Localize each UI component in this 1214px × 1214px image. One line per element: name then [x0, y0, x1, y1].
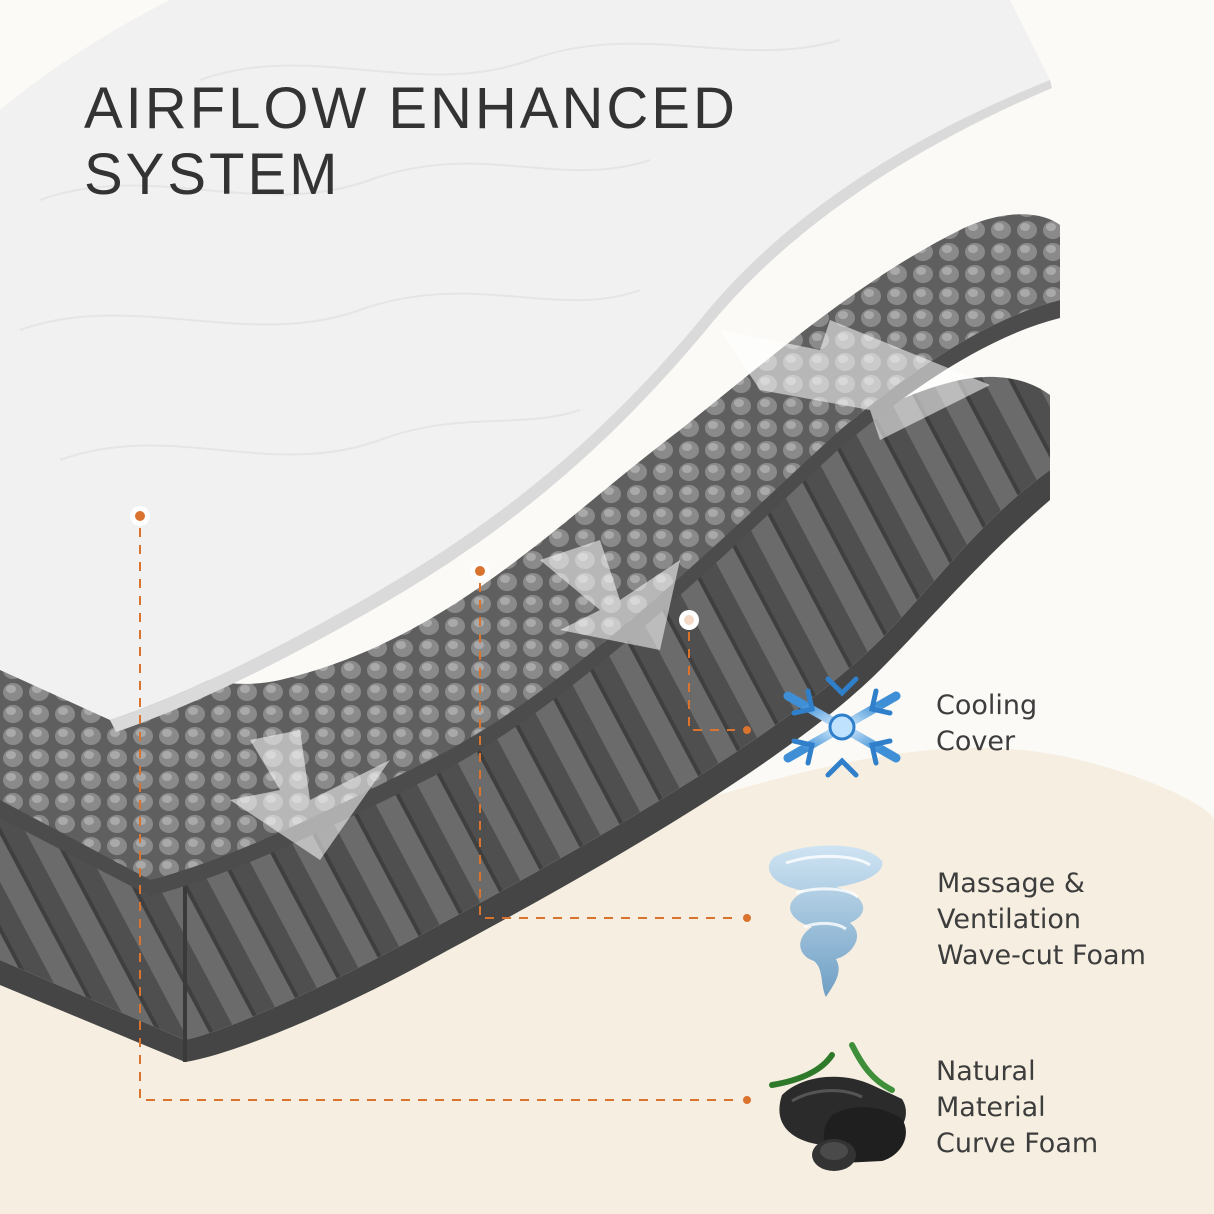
tornado-icon — [768, 845, 883, 997]
layer-label-line: Ventilation — [937, 904, 1081, 935]
layer-label-line: Massage & — [937, 868, 1085, 899]
layer-label-line: Natural — [936, 1056, 1036, 1087]
snowflake-icon — [783, 660, 901, 794]
layer-label-line: Wave-cut Foam — [937, 940, 1146, 971]
page-title-line-2: SYSTEM — [84, 142, 341, 207]
layer-label-wave-cut-foam: Massage & Ventilation Wave-cut Foam — [937, 866, 1146, 974]
layer-label-line: Material — [936, 1092, 1046, 1123]
page-title-line-1: AIRFLOW ENHANCED — [84, 76, 738, 141]
layer-label-curve-foam: Natural Material Curve Foam — [936, 1054, 1098, 1162]
callout-lines — [139, 528, 735, 1101]
layer-label-line: Curve Foam — [936, 1128, 1099, 1159]
layer-label-line: Cover — [936, 726, 1016, 757]
layer-label-line: Cooling — [936, 690, 1038, 721]
callout-markers — [130, 506, 699, 630]
page-title: AIRFLOW ENHANCED SYSTEM — [84, 76, 738, 208]
airflow-arrows — [230, 320, 990, 860]
charcoal-icon — [769, 1042, 906, 1171]
layer-label-cooling-cover: Cooling Cover — [936, 688, 1037, 760]
